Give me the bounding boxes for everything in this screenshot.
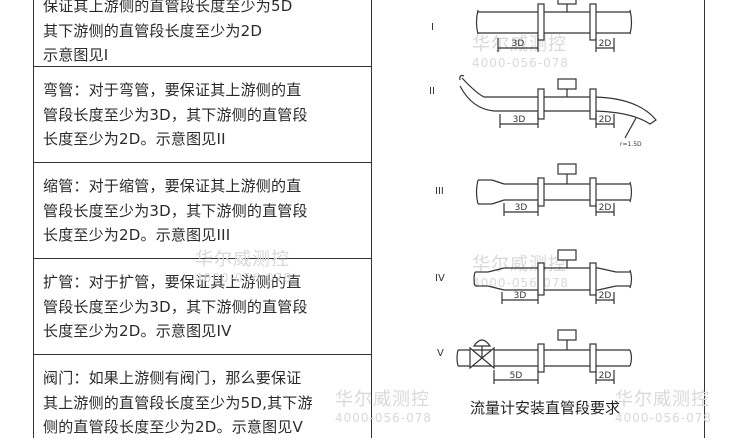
installation-diagram: I 3D 2D II bbox=[420, 0, 704, 438]
frame-border bbox=[704, 0, 705, 438]
table-row: 保证其上游侧的直管段长度至少为5D 其下游侧的直管段长度至少为2D 示意图见I bbox=[34, 0, 371, 67]
rule-text-elbow: 弯管：对于弯管，要保证其上游侧的直 管段长度至少为3D，其下游侧的直管段 长度至… bbox=[43, 81, 308, 148]
rule-text-reducer: 缩管：对于缩管，要保证其上游侧的直 管段长度至少为3D，其下游侧的直管段 长度至… bbox=[43, 177, 308, 244]
diagram-expander: IV 3D bbox=[435, 249, 633, 304]
length-label-2d: 2D bbox=[599, 203, 612, 213]
requirements-table: 保证其上游侧的直管段长度至少为5D 其下游侧的直管段长度至少为2D 示意图见I … bbox=[33, 0, 372, 438]
numeral-1: I bbox=[431, 22, 434, 33]
numeral-4: IV bbox=[435, 273, 445, 284]
bend-radius-label: r=1.5D bbox=[620, 141, 642, 148]
table-row: 扩管：对于扩管，要保证其上游侧的直 管段长度至少为3D，其下游侧的直管段 长度至… bbox=[34, 259, 371, 355]
length-label-3d: 3D bbox=[514, 291, 527, 301]
numeral-5: V bbox=[437, 348, 444, 359]
diagram-reducer: III 3D 2D bbox=[435, 163, 633, 216]
length-label-2d: 2D bbox=[599, 39, 612, 49]
diagram-elbow: II 3D 2D r=1.5D bbox=[429, 74, 657, 148]
length-label-3d: 3D bbox=[512, 39, 525, 49]
length-label-2d: 2D bbox=[599, 291, 612, 301]
diagram-straight: I 3D 2D bbox=[431, 0, 633, 52]
length-label-2d: 2D bbox=[599, 115, 612, 125]
length-label-5d: 5D bbox=[510, 371, 523, 381]
rule-text-straight: 保证其上游侧的直管段长度至少为5D 其下游侧的直管段长度至少为2D 示意图见I bbox=[43, 0, 293, 64]
table-row: 缩管：对于缩管，要保证其上游侧的直 管段长度至少为3D，其下游侧的直管段 长度至… bbox=[34, 163, 371, 259]
length-label-3d: 3D bbox=[515, 203, 528, 213]
length-label-2d: 2D bbox=[599, 371, 612, 381]
length-label-3d: 3D bbox=[513, 115, 526, 125]
rule-text-expander: 扩管：对于扩管，要保证其上游侧的直 管段长度至少为3D，其下游侧的直管段 长度至… bbox=[43, 273, 308, 340]
table-row: 阀门：如果上游侧有阀门，那么要保证 其上游侧的直管段长度至少为5D,其下游 侧的… bbox=[34, 355, 371, 445]
numeral-2: II bbox=[429, 86, 435, 97]
pipe-diagrams-svg: I 3D 2D II bbox=[429, 0, 657, 384]
rule-text-valve: 阀门：如果上游侧有阀门，那么要保证 其上游侧的直管段长度至少为5D,其下游 侧的… bbox=[43, 369, 313, 436]
diagram-caption: 流量计安装直管段要求 bbox=[469, 399, 620, 417]
diagram-valve: V 5D 2D bbox=[437, 329, 633, 384]
numeral-3: III bbox=[435, 186, 444, 197]
table-row: 弯管：对于弯管，要保证其上游侧的直 管段长度至少为3D，其下游侧的直管段 长度至… bbox=[34, 67, 371, 163]
